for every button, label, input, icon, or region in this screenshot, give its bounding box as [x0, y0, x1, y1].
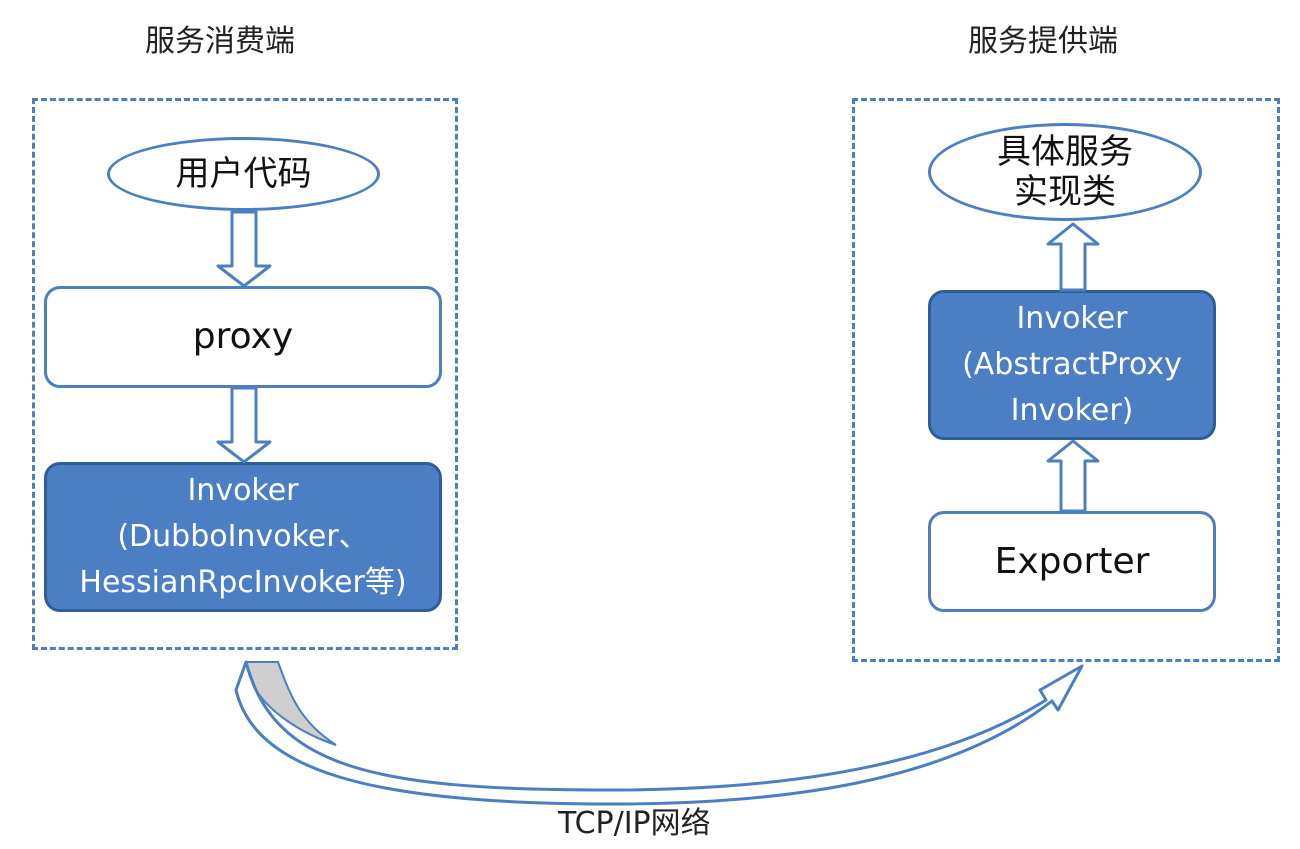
exporter-label: Exporter — [994, 540, 1150, 582]
consumer-invoker-node: Invoker (DubboInvoker、 HessianRpcInvoker… — [44, 462, 442, 612]
service-impl-node: 具体服务 实现类 — [928, 123, 1202, 221]
network-arrow — [234, 660, 1084, 806]
consumer-group — [32, 98, 458, 650]
provider-invoker-node: Invoker (AbstractProxy Invoker) — [928, 290, 1216, 440]
proxy-label: proxy — [192, 316, 294, 357]
proxy-node: proxy — [44, 286, 442, 388]
network-arrow-shadow — [244, 661, 337, 746]
service-impl-label: 具体服务 实现类 — [997, 132, 1133, 212]
user-code-label: 用户代码 — [175, 154, 312, 194]
provider-invoker-label: Invoker (AbstractProxy Invoker) — [962, 301, 1182, 428]
network-label: TCP/IP网络 — [558, 806, 711, 841]
consumer-section-title: 服务消费端 — [145, 24, 295, 59]
exporter-node: Exporter — [928, 511, 1216, 612]
user-code-node: 用户代码 — [107, 137, 380, 211]
consumer-invoker-label: Invoker (DubboInvoker、 HessianRpcInvoker… — [79, 473, 407, 600]
provider-section-title: 服务提供端 — [968, 24, 1118, 59]
